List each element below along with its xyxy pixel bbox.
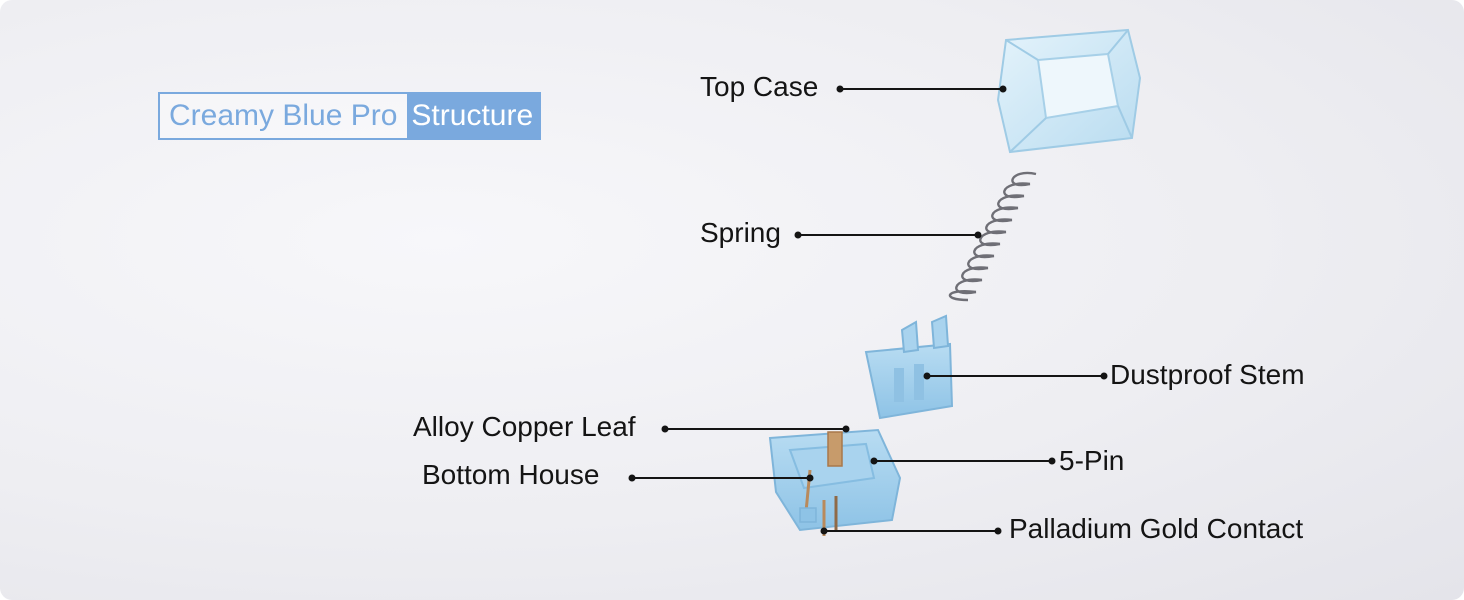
label-alloy-copper-leaf: Alloy Copper Leaf [413,411,636,442]
label-top-case: Top Case [700,71,819,102]
label-dustproof-stem: Dustproof Stem [1110,359,1305,390]
top-case-part [996,28,1142,154]
title-secondary: Structure [407,94,540,138]
bottom-house-part [768,428,902,536]
dustproof-stem-part [864,314,954,420]
spring-part [948,171,1037,302]
label-spring: Spring [700,217,781,248]
label-palladium-gold-contact: Palladium Gold Contact [1009,513,1304,544]
label-bottom-house: Bottom House [422,459,600,490]
title-badge: Creamy Blue Pro Structure [158,92,542,140]
title-primary: Creamy Blue Pro [160,94,408,138]
leader-lines [628,85,1108,535]
copper-leaf-shape [827,431,843,467]
label-five-pin: 5-Pin [1059,445,1125,476]
